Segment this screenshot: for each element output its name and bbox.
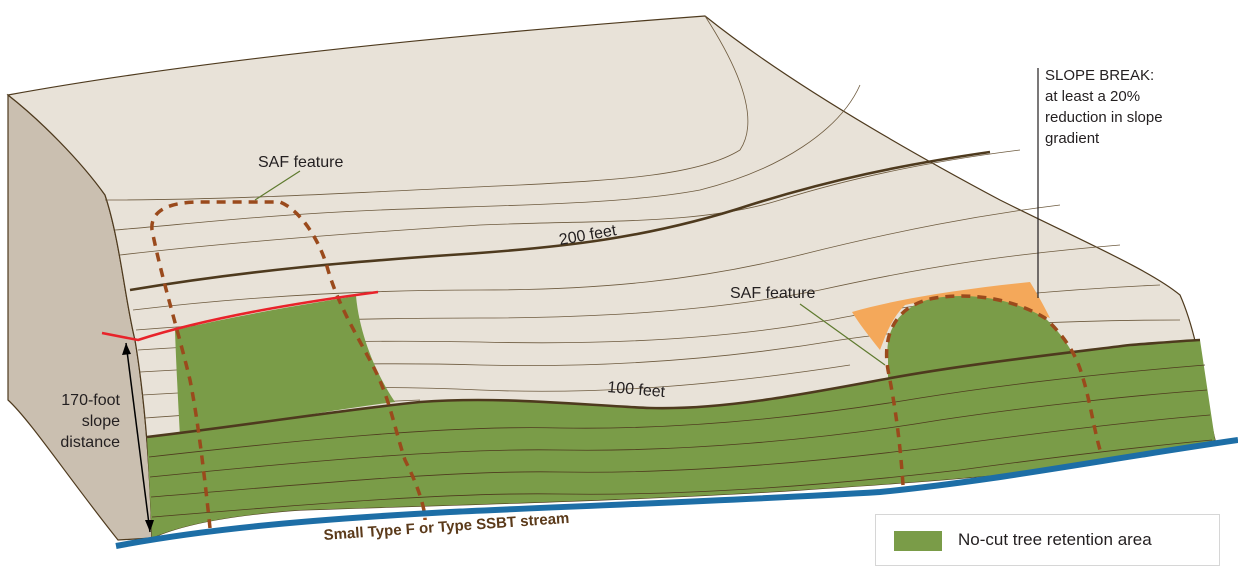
slope-distance-text-1: 170-foot [61,392,120,409]
legend-swatch-retention [894,531,942,551]
contour-line [132,204,1061,311]
saf-feature-left-label: SAF feature [258,154,343,171]
contour-line [119,149,1021,256]
arrowhead-top [122,343,131,355]
retention-band [147,340,1215,538]
slope-distance-text-3: distance [60,434,120,451]
saf-outline-left [150,200,427,529]
saf-feature-right-label: SAF feature [730,285,815,302]
slope-boundary-red [101,290,379,342]
contour-100-line [146,338,1201,439]
slope-distance-text-2: slope [82,413,120,430]
stream-line [115,437,1238,549]
contour-line [150,414,1211,498]
saf-outline-right [884,294,1102,486]
contour-line [151,439,1213,518]
arrowhead-bottom [145,520,154,532]
slope-break-text-2: reduction in slope [1045,109,1163,126]
contour-100-label: 100 feet [607,379,667,401]
ridge-line [114,84,861,231]
contour-200-line [129,150,991,292]
slope-break-text-1: at least a 20% [1045,88,1140,105]
contour-line [149,389,1208,478]
ridge-line [104,15,749,201]
retention-saf-left [175,296,395,437]
slope-distance-arrow [125,342,151,533]
leader-saf-left [254,170,301,201]
legend: No-cut tree retention area [875,514,1220,566]
leader-saf-right [799,303,886,366]
slope-break-title: SLOPE BREAK: [1045,67,1154,84]
slope-break-text-3: gradient [1045,130,1100,147]
contour-line [148,364,1206,458]
legend-label: No-cut tree retention area [958,530,1152,549]
